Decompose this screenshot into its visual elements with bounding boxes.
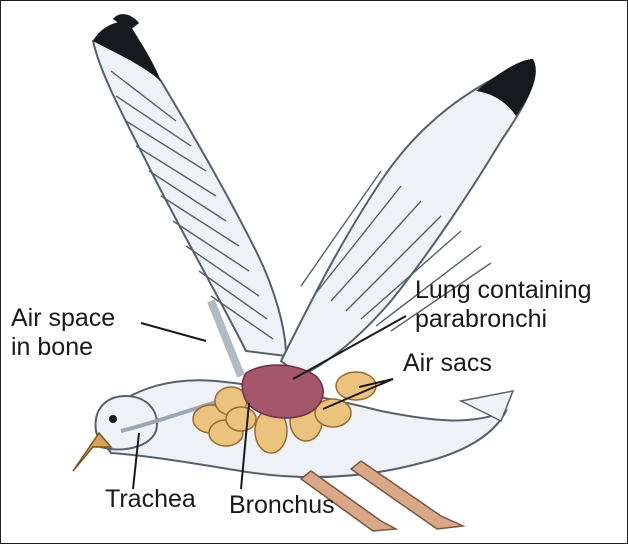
eye-icon xyxy=(109,415,117,423)
left-wing xyxy=(93,14,286,356)
label-lung-line1: Lung containing xyxy=(415,276,592,304)
label-lung-line2: parabronchi xyxy=(415,305,547,333)
label-air-space-line2: in bone xyxy=(11,333,93,361)
label-air-space-line1: Air space xyxy=(11,304,115,332)
air-sac xyxy=(226,407,256,431)
label-trachea: Trachea xyxy=(105,485,196,513)
label-air-sacs: Air sacs xyxy=(403,349,492,377)
bird-head xyxy=(73,396,157,471)
label-bronchus: Bronchus xyxy=(229,491,335,519)
lung xyxy=(242,365,323,418)
